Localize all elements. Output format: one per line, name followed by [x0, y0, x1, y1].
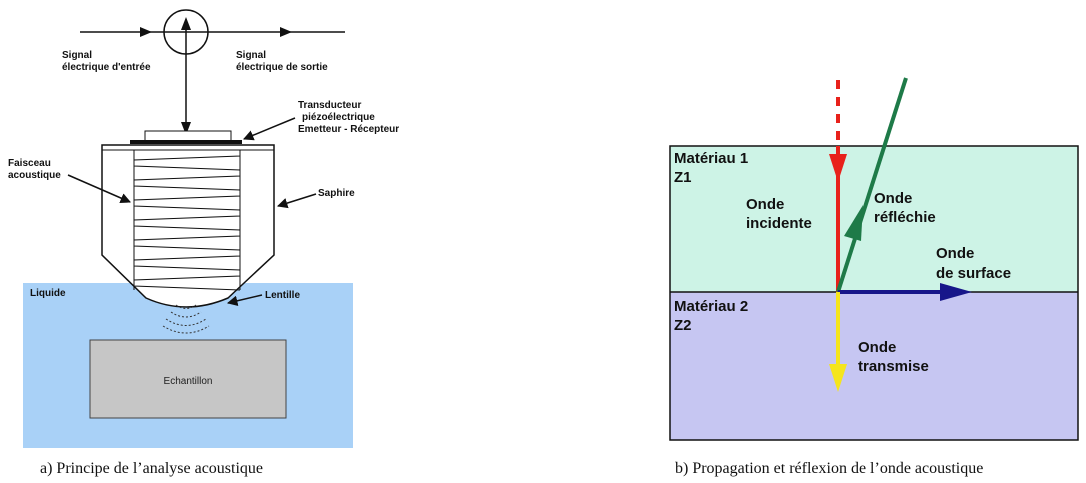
sapphire-pointer	[276, 193, 317, 209]
transmitted-label-1: Onde	[858, 339, 896, 356]
reflected-label-2: réfléchie	[874, 209, 936, 226]
surface-label-2: de surface	[936, 265, 1011, 282]
down-arrow	[181, 122, 191, 135]
material1-label-1: Matériau 1	[674, 150, 748, 167]
sapphire-label: Saphire	[318, 188, 355, 199]
transducer-electrode	[130, 140, 242, 144]
beam-label-2: acoustique	[8, 170, 61, 181]
signal-in-label-1: Signal	[62, 50, 92, 61]
transducer-pointer	[243, 117, 296, 141]
reflected-arrowhead	[844, 205, 863, 241]
acoustic-beam	[133, 149, 241, 291]
caption-a: a) Principe de l’analyse acoustique	[40, 460, 263, 477]
figure-a: Echantillon Signal électrique d'entrée S…	[8, 9, 399, 477]
signal-in-arrow	[140, 27, 152, 37]
material2-label-1: Matériau 2	[674, 298, 748, 315]
transducer-label-3: Emetteur - Récepteur	[298, 124, 399, 135]
signal-out-label-1: Signal	[236, 50, 266, 61]
surface-label-1: Onde	[936, 245, 974, 262]
beam-label-1: Faisceau	[8, 158, 51, 169]
transducer-plate	[144, 130, 232, 142]
incident-arrowhead	[829, 154, 847, 182]
frame	[669, 145, 1079, 441]
liquid-label: Liquide	[30, 288, 66, 299]
material2-label-2: Z2	[674, 317, 692, 334]
focused-waves	[162, 304, 210, 334]
reflected-label-1: Onde	[874, 190, 912, 207]
sample-block	[89, 339, 287, 419]
up-arrow	[181, 17, 191, 30]
signal-out-arrow	[280, 27, 292, 37]
caption-b: b) Propagation et réflexion de l’onde ac…	[675, 460, 983, 477]
surface-arrowhead	[940, 283, 972, 301]
material1-region	[670, 146, 1078, 292]
incident-label-2: incidente	[746, 215, 812, 232]
transmitted-label-2: transmise	[858, 358, 929, 375]
transducer-label-2: piézoélectrique	[302, 112, 375, 123]
material2-region	[670, 292, 1078, 440]
incident-label-1: Onde	[746, 196, 784, 213]
lens-label: Lentille	[265, 290, 300, 301]
beam-pointer	[67, 174, 131, 204]
transducer-label-1: Transducteur	[298, 100, 361, 111]
signal-in-label-2: électrique d'entrée	[62, 62, 151, 73]
lens-pointer	[226, 294, 263, 306]
material1-label-2: Z1	[674, 169, 692, 186]
transmitted-arrowhead	[829, 364, 847, 392]
reflected-wave	[836, 77, 908, 293]
figure-b: Matériau 1 Z1 Onde incidente Onde réfléc…	[669, 77, 1079, 477]
sample-label: Echantillon	[164, 376, 213, 387]
sapphire-body	[101, 144, 275, 308]
signal-out-label-2: électrique de sortie	[236, 62, 328, 73]
